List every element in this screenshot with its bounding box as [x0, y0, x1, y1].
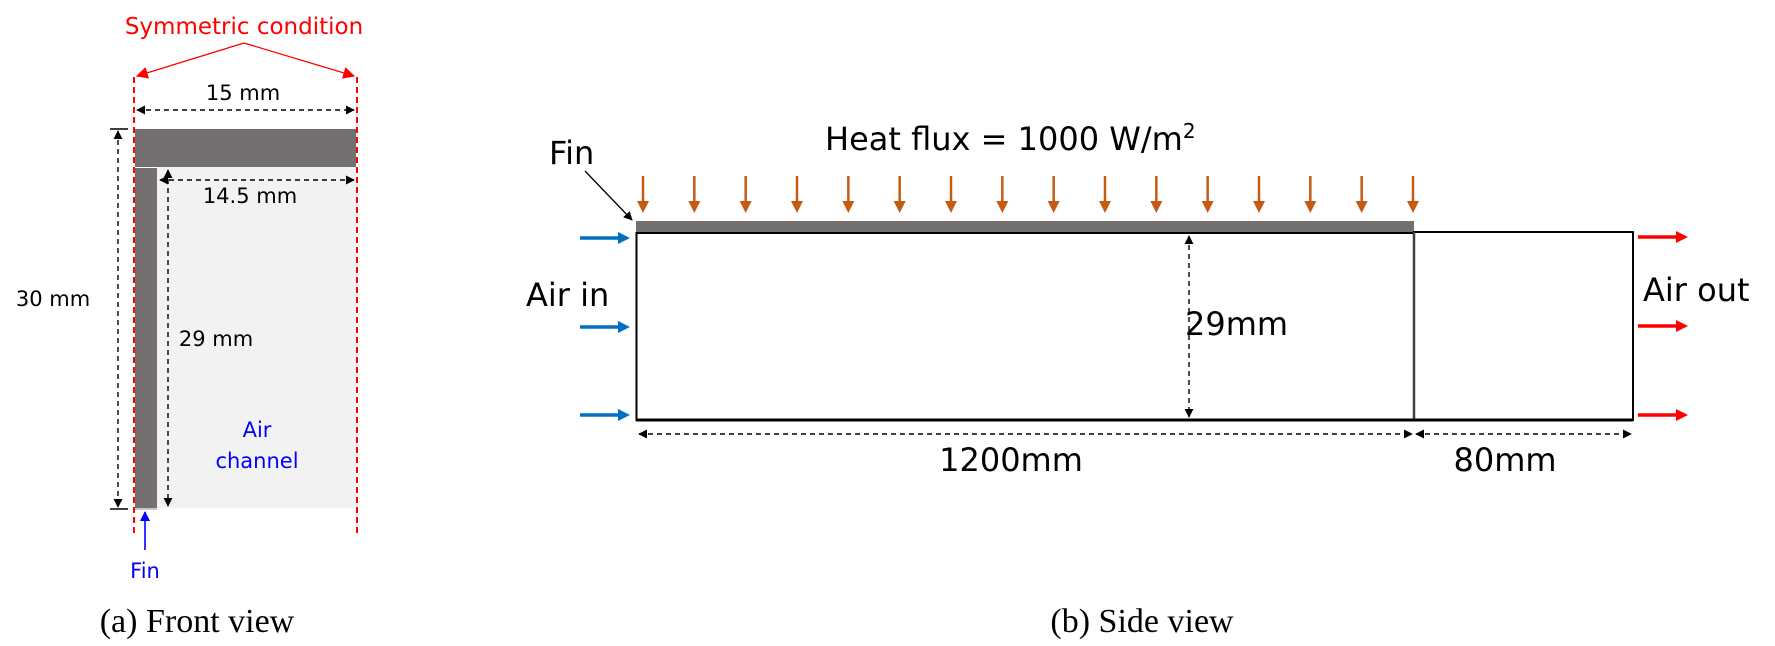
side-fin-bar [636, 221, 1414, 233]
side-view: Heat flux = 1000 W/m2 Fin Air in Air out… [526, 119, 1750, 640]
side-view-caption: (b) Side view [1050, 603, 1234, 640]
inner-width-dimension-label: 14.5 mm [203, 184, 297, 208]
heated-channel-box [635, 232, 1415, 421]
air-in-label: Air in [526, 276, 609, 314]
air-channel-label-line1: Air [243, 418, 272, 442]
front-view: Symmetric condition 15 mm 14.5 mm 30 mm … [16, 14, 363, 640]
front-view-caption: (a) Front view [100, 603, 295, 640]
heat-flux-label: Heat flux = 1000 W/m2 [825, 119, 1196, 158]
outlet-channel-box [1413, 231, 1634, 421]
symmetric-chevron [135, 42, 356, 79]
fin-plate [135, 168, 157, 508]
air-out-arrows [1638, 231, 1688, 421]
heated-length-label: 1200mm [939, 441, 1083, 479]
side-fin-label: Fin [549, 134, 594, 172]
heat-flux-arrows [637, 176, 1419, 213]
front-fin-label: Fin [130, 559, 160, 583]
air-out-label: Air out [1643, 271, 1750, 309]
outlet-length-label: 80mm [1453, 441, 1556, 479]
channel-height-label: 29mm [1185, 305, 1288, 343]
side-fin-pointer-arrow [584, 170, 633, 221]
top-plate [135, 129, 356, 167]
height-dimension-label: 30 mm [16, 287, 90, 311]
air-channel-label-line2: channel [215, 449, 298, 473]
symmetric-condition-label: Symmetric condition [125, 14, 363, 40]
width-dimension-label: 15 mm [206, 81, 280, 105]
air-in-arrows [580, 232, 630, 421]
air-channel-region [157, 167, 356, 508]
inner-height-dimension-label: 29 mm [179, 327, 253, 351]
